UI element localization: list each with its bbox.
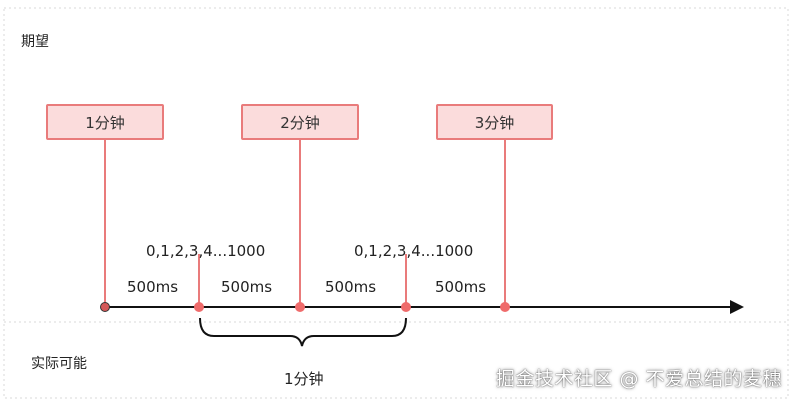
timeline-point-count-end-1 [194,302,204,312]
curly-brace [199,317,407,347]
minute-box-3: 3分钟 [436,104,553,140]
count-tick-1 [198,254,200,307]
timeline-point-count-end-2 [401,302,411,312]
count-tick-2 [405,254,407,307]
count-sequence-label-2: 0,1,2,3,4...1000 [354,242,474,260]
timeline-point-minute-3 [500,302,510,312]
minute-box-1: 1分钟 [46,104,164,140]
count-sequence-label-1: 0,1,2,3,4...1000 [146,242,266,260]
minute-box-2: 2分钟 [241,104,359,140]
interval-label-3: 500ms [325,278,377,296]
connector-line-2 [299,140,301,307]
timeline-arrowhead [730,300,744,314]
watermark: 掘金技术社区 @ 不爱总结的麦穗 [495,368,782,390]
interval-label-4: 500ms [435,278,487,296]
actual-span-label: 1分钟 [284,370,324,388]
timeline-point-start [100,302,110,312]
interval-label-2: 500ms [221,278,273,296]
outer-frame [3,7,789,399]
connector-line-1 [104,140,106,307]
interval-label-1: 500ms [127,278,179,296]
timeline-point-minute-2 [295,302,305,312]
connector-line-3 [504,140,506,307]
actual-section-label: 实际可能 [31,356,87,372]
expected-section-label: 期望 [21,34,49,50]
